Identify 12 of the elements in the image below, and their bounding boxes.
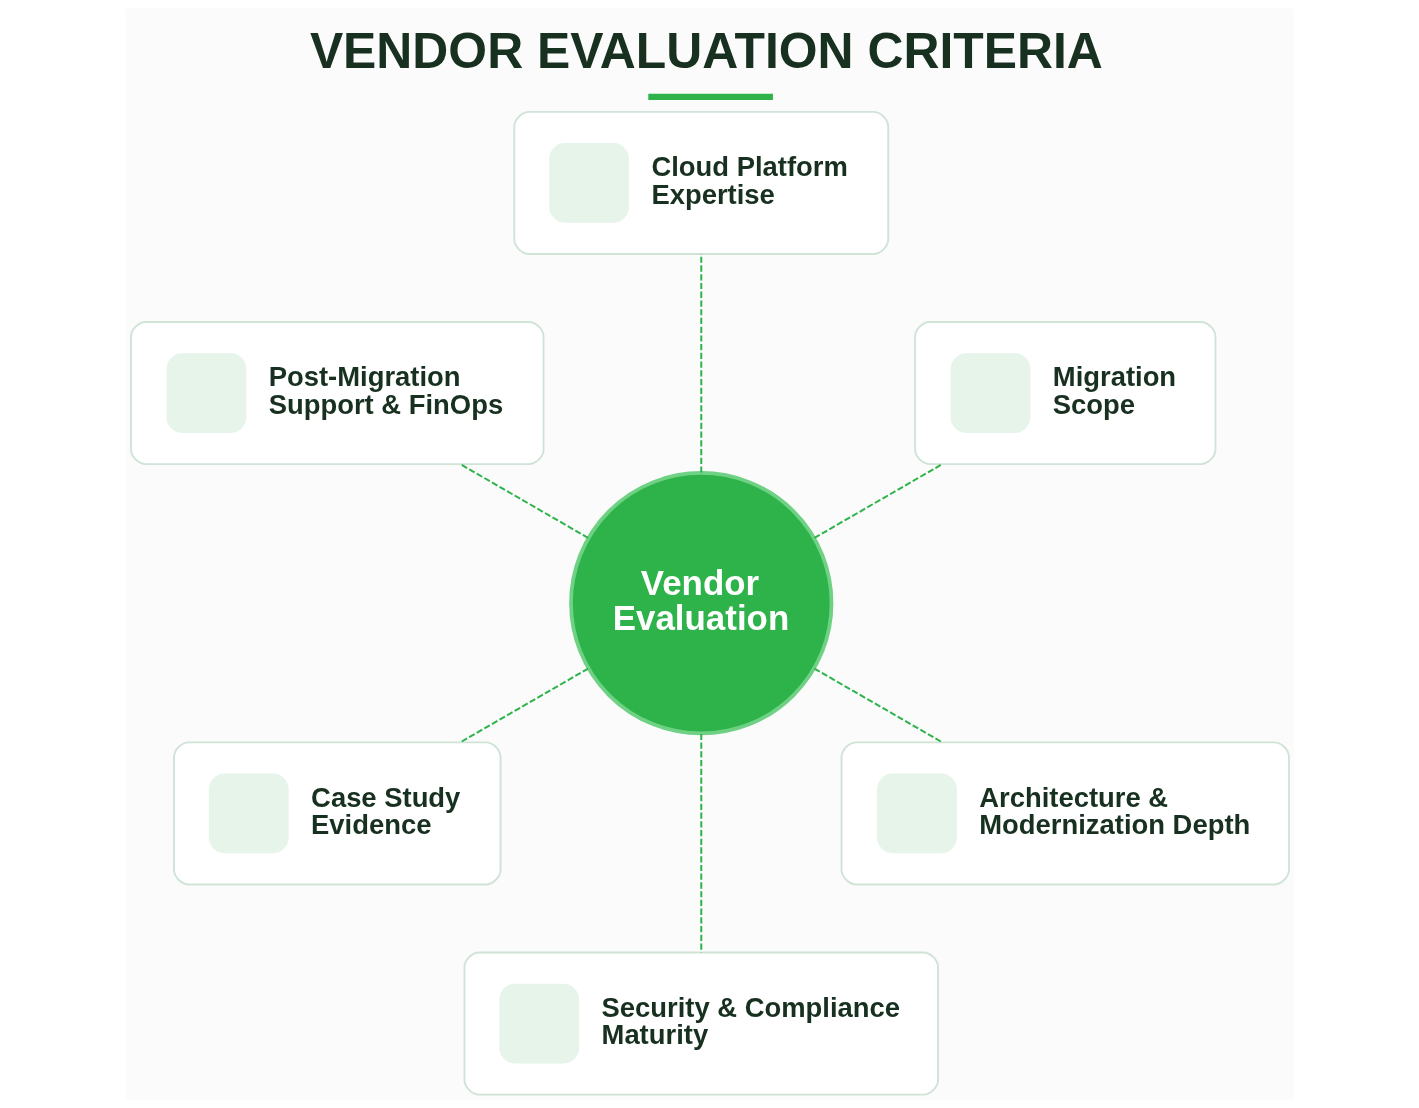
node-box: Security & Compliance Maturity <box>463 951 939 1096</box>
node-box: Migration Scope <box>913 321 1216 466</box>
node-box: Architecture & Modernization Depth <box>840 741 1290 886</box>
connector <box>812 463 943 539</box>
connector <box>459 667 589 744</box>
node-circle: Vendor Evaluation <box>568 471 833 736</box>
node-box: Cloud Platform Expertise <box>512 110 889 255</box>
node-box: Post-Migration Support & FinOps <box>129 321 544 466</box>
connector <box>459 463 589 539</box>
connector <box>812 667 943 744</box>
node-box: Case Study Evidence <box>172 741 501 886</box>
diagram-title: VENDOR EVALUATION CRITERIA <box>309 22 1103 79</box>
